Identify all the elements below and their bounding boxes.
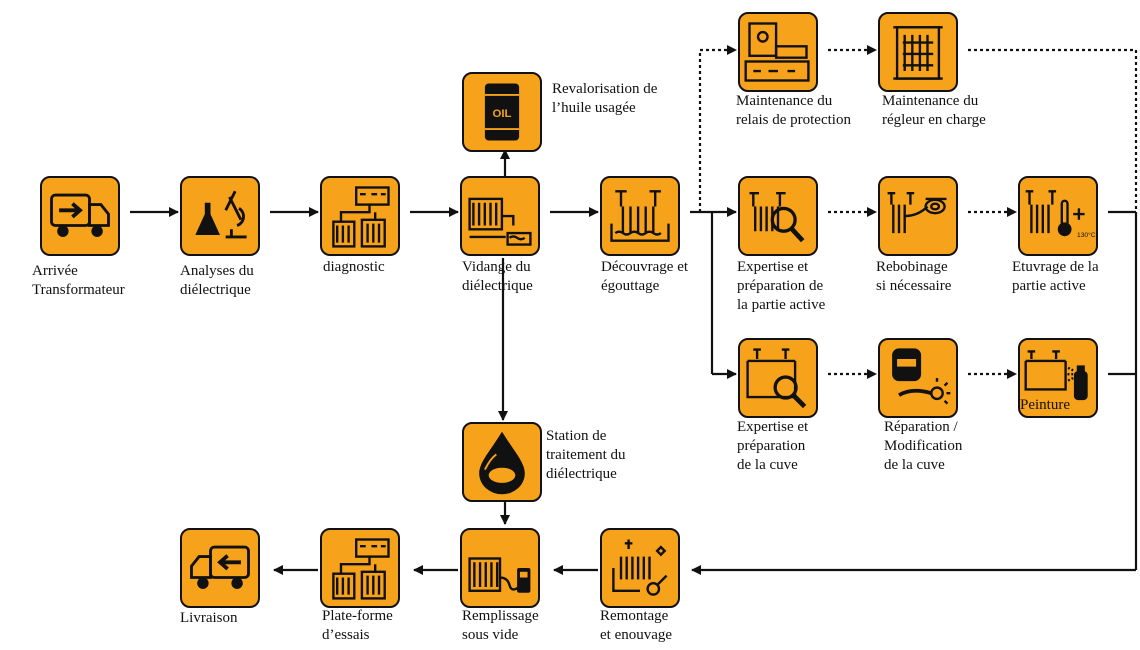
node-expertise-cuve [738,338,822,422]
truck-arrow-left-icon [190,545,250,589]
node-etuvrage: 130°C [1018,176,1102,260]
vacuum-filling-icon [468,557,531,593]
label-diagnostic: diagnostic [323,259,385,275]
node-reparation [878,338,962,422]
flask-microscope-icon [195,190,247,239]
label-peinture: Peinture [1020,397,1070,413]
node-rebobinage [878,176,962,260]
node-arrivee [40,176,124,260]
truck-arrow-right-icon [50,193,110,237]
node-decouvrage [600,176,684,260]
oil-drop-icon [479,431,525,495]
node-peinture [1018,338,1102,422]
test-bench-icon [332,538,390,600]
reassembly-icon [612,539,668,596]
node-remontage [600,528,684,612]
svg-text:OIL: OIL [493,108,512,120]
node-maint-relais [738,12,822,96]
coil-magnifier-icon [749,192,805,243]
rewinding-icon [887,192,947,234]
relay-device-icon [744,22,810,82]
node-expertise-partie [738,176,822,260]
oven-thermometer-icon: 130°C [1025,190,1096,239]
tank-magnifier-icon [746,348,807,409]
welding-icon [892,348,951,405]
node-analyses [180,176,264,260]
node-maint-regleur [878,12,962,96]
dotted-branch-relais [698,45,737,212]
label-livraison: Livraison [180,610,238,626]
node-plateforme [320,528,404,612]
node-vidange [460,176,544,260]
node-station [462,422,546,506]
spray-paint-icon [1024,350,1088,401]
node-revalorisation: OIL [462,72,546,156]
drain-oil-icon [468,197,532,246]
node-diagnostic [320,176,404,260]
active-part-lift-icon [610,190,670,242]
node-remplissage [460,528,544,612]
oil-barrel-icon: OIL [484,83,520,141]
node-livraison [180,528,264,612]
tap-changer-icon [893,26,943,80]
dotted-regleur-return [968,48,1138,212]
svg-text:130°C: 130°C [1077,231,1096,239]
test-bench-icon [332,186,390,248]
